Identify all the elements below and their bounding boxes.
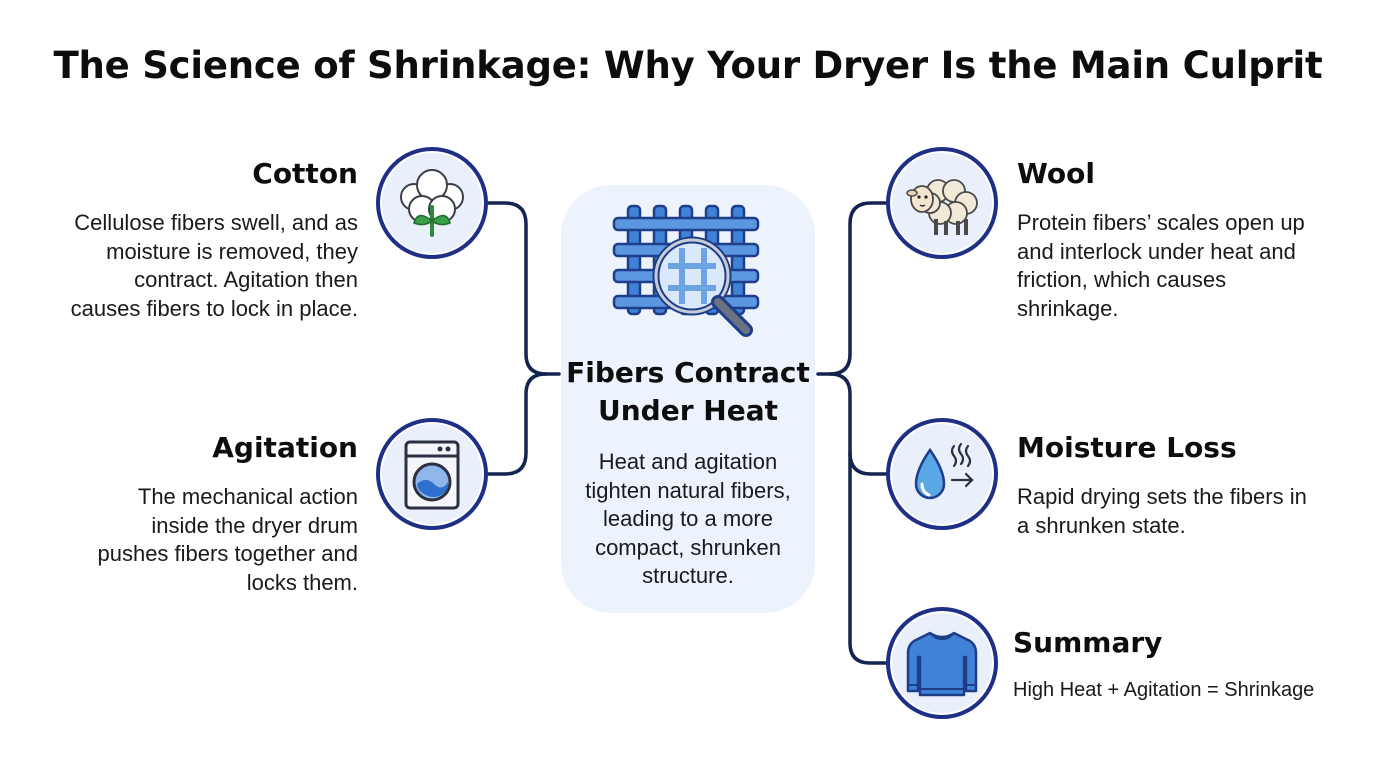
moisture-heading: Moisture Loss (1017, 431, 1237, 464)
cotton-heading: Cotton (252, 157, 358, 190)
connector-wool (816, 201, 890, 376)
connector-summary (848, 451, 890, 665)
center-title: Fibers Contract Under Heat (566, 356, 810, 427)
washing-machine-icon (404, 440, 460, 510)
summary-description: High Heat + Agitation = Shrinkage (1013, 679, 1315, 701)
cotton-description: Cellulose fibers swell, and as moisture … (70, 210, 358, 321)
fabric-weave-magnifier-icon (612, 204, 760, 337)
moisture-description: Rapid drying sets the fibers in a shrunk… (1017, 484, 1307, 538)
wool-circle (886, 147, 998, 259)
agitation-heading: Agitation (212, 431, 358, 464)
sweater-icon (906, 631, 978, 697)
wool-heading: Wool (1017, 157, 1095, 190)
agitation-description: The mechanical action inside the dryer d… (97, 484, 358, 595)
cotton-circle (376, 147, 488, 259)
cotton-boll-icon (400, 169, 464, 237)
page-title: The Science of Shrinkage: Why Your Dryer… (53, 44, 1323, 87)
center-description: Heat and agitation tighten natural fiber… (585, 449, 791, 588)
agitation-circle (376, 418, 488, 530)
moisture-circle (886, 418, 998, 530)
connector-agitation (486, 372, 548, 476)
summary-circle (886, 607, 998, 719)
water-drop-evaporation-icon (914, 442, 974, 500)
wool-description: Protein fibers’ scales open up and inter… (1017, 210, 1305, 321)
connector-cotton (486, 201, 561, 376)
sheep-icon (906, 179, 978, 235)
connector-moisture (828, 372, 890, 476)
summary-heading: Summary (1013, 626, 1163, 659)
